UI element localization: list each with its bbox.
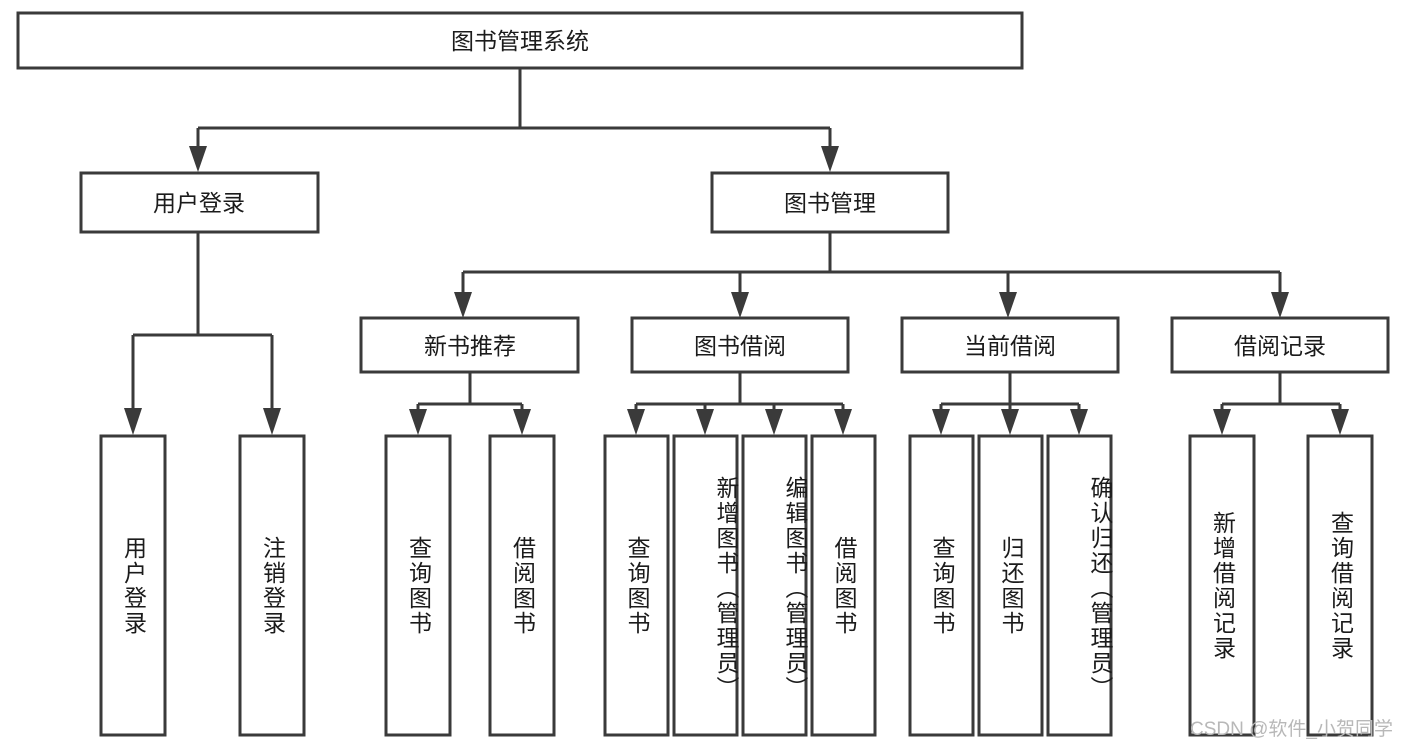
node-user-login-label: 用户登录 bbox=[153, 190, 245, 216]
arrow-head-leaf-query-book-3 bbox=[932, 409, 950, 435]
connector-group-user-login bbox=[124, 232, 281, 435]
arrow-head-leaf-query-record bbox=[1331, 409, 1349, 435]
arrow-head-leaf-borrow-book-2 bbox=[834, 409, 852, 435]
connector-group-new-book-recommend bbox=[409, 372, 531, 435]
node-new-book-recommend[interactable] bbox=[359, 316, 580, 374]
node-current-borrow-label: 当前借阅 bbox=[964, 333, 1056, 359]
node-leaf-query-book-3[interactable] bbox=[908, 434, 975, 737]
arrow-head-leaf-add-book bbox=[696, 409, 714, 435]
node-leaf-borrow-book-2[interactable] bbox=[810, 434, 877, 737]
node-leaf-add-record[interactable] bbox=[1188, 434, 1256, 737]
node-book-manage[interactable] bbox=[710, 171, 950, 234]
node-leaf-return-book[interactable] bbox=[977, 434, 1044, 737]
arrow-head-borrow-record bbox=[1271, 292, 1289, 318]
node-leaf-borrow-book-1[interactable] bbox=[488, 434, 556, 737]
arrow-head-leaf-confirm-return bbox=[1070, 409, 1088, 435]
arrow-head-leaf-user-login bbox=[124, 408, 142, 435]
arrow-head-leaf-query-book-1 bbox=[409, 409, 427, 435]
arrow-head-user-login bbox=[189, 146, 207, 172]
connector-group-root bbox=[189, 68, 839, 172]
node-root[interactable] bbox=[16, 11, 1024, 70]
arrow-head-leaf-query-book-2 bbox=[627, 409, 645, 435]
connector-group-borrow-record bbox=[1213, 372, 1349, 435]
connector-group-book-manage bbox=[454, 232, 1289, 318]
arrow-head-new-book-recommend bbox=[454, 292, 472, 318]
arrow-head-leaf-user-logout bbox=[263, 408, 281, 435]
arrow-head-leaf-add-record bbox=[1213, 409, 1231, 435]
node-root-label: 图书管理系统 bbox=[451, 28, 589, 54]
node-new-book-recommend-label: 新书推荐 bbox=[424, 333, 516, 359]
node-leaf-query-record[interactable] bbox=[1306, 434, 1374, 737]
arrow-head-current-borrow bbox=[999, 292, 1017, 318]
arrow-head-leaf-edit-book bbox=[765, 409, 783, 435]
node-current-borrow[interactable] bbox=[900, 316, 1120, 374]
connector-group-current-borrow bbox=[932, 372, 1088, 435]
node-borrow-record[interactable] bbox=[1170, 316, 1390, 374]
node-borrow-record-label: 借阅记录 bbox=[1234, 333, 1326, 359]
node-leaf-query-book-1[interactable] bbox=[384, 434, 452, 737]
arrow-head-book-manage bbox=[821, 146, 839, 172]
node-leaf-confirm-return[interactable] bbox=[1046, 434, 1113, 737]
arrow-head-book-borrow bbox=[731, 292, 749, 318]
arrow-head-leaf-borrow-book-1 bbox=[513, 409, 531, 435]
node-user-login[interactable] bbox=[79, 171, 320, 234]
connector-group-book-borrow bbox=[627, 372, 852, 435]
node-leaf-query-book-2[interactable] bbox=[603, 434, 670, 737]
node-book-borrow[interactable] bbox=[630, 316, 850, 374]
node-leaf-user-logout[interactable] bbox=[238, 434, 306, 737]
node-leaf-edit-book[interactable] bbox=[741, 434, 808, 737]
node-book-borrow-label: 图书借阅 bbox=[694, 333, 786, 359]
node-book-manage-label: 图书管理 bbox=[784, 190, 876, 216]
node-leaf-user-login[interactable] bbox=[99, 434, 167, 737]
node-leaf-add-book[interactable] bbox=[672, 434, 739, 737]
arrow-head-leaf-return-book bbox=[1001, 409, 1019, 435]
